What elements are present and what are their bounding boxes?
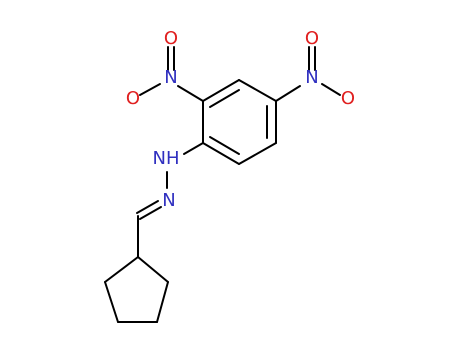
cp-bond-4: [104, 281, 119, 323]
ring-bond-4: [238, 142, 277, 165]
ring-bond-5-inner: [209, 136, 240, 155]
hydrazone-linkage: NH N: [136, 142, 204, 258]
nitro2-o-top-label: O: [305, 28, 319, 49]
ring-bond-1-inner: [209, 89, 240, 108]
benzene-ring: [202, 79, 277, 165]
cp-bond-2: [156, 281, 169, 323]
nitro-group-ortho: O N O: [126, 28, 204, 109]
nitro2-c-n-bond: [275, 85, 301, 102]
ring-bond-5: [202, 142, 240, 165]
nitro2-o-right-label: O: [341, 88, 355, 109]
nitro2-n-label: N: [305, 67, 318, 88]
ring-bond-1: [202, 79, 240, 102]
n-label: N: [162, 190, 175, 211]
nitro2-n-o-right-bond: [321, 83, 341, 96]
cp-bond-5: [104, 256, 139, 283]
nitro1-n-o-left-bond: [139, 83, 161, 96]
n-ch-double-bond: [136, 200, 159, 214]
ring-bond-2: [238, 79, 277, 102]
cyclopentane-ring: [104, 256, 169, 323]
nitro1-o-top-label: O: [164, 28, 178, 49]
ring-nh-bond: [183, 142, 204, 155]
nitro1-n-label: N: [164, 67, 177, 88]
nitro1-c-n-bond: [177, 85, 204, 102]
nitro-group-para: O N O: [275, 28, 355, 109]
nh-label: NH: [153, 148, 180, 169]
n-ch-double-bond-2: [139, 206, 162, 220]
cp-bond-1: [137, 256, 169, 283]
nitro1-o-left-label: O: [126, 88, 140, 109]
